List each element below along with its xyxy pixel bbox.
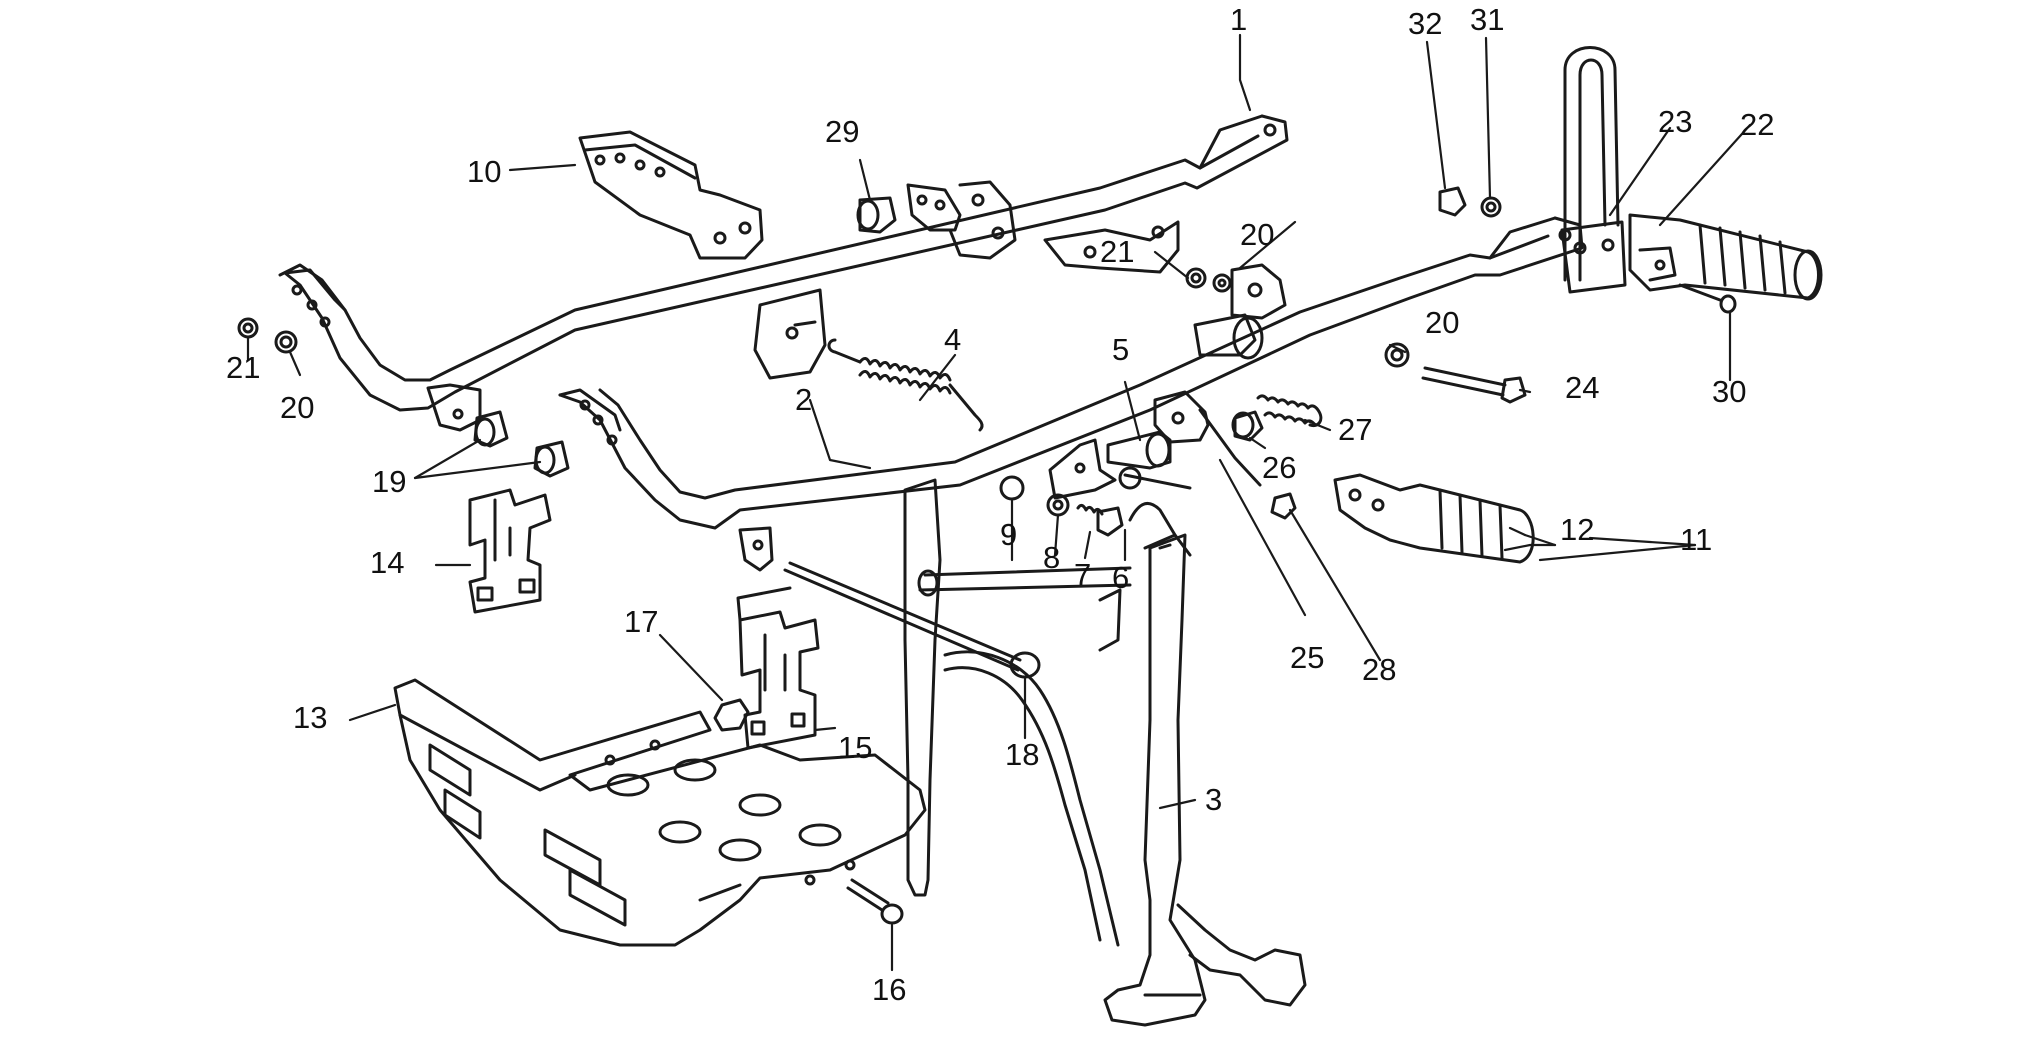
callout-3: 3 (1205, 782, 1222, 817)
spring-4 (827, 338, 984, 432)
callout-15: 15 (838, 730, 872, 765)
callout-12: 12 (1560, 512, 1594, 547)
bolt-24 (1421, 366, 1527, 404)
bracket-14 (468, 488, 552, 614)
frame-plate-lower (753, 288, 827, 380)
callout-7: 7 (1074, 557, 1091, 592)
leader-lines (246, 33, 1752, 972)
callout-27: 27 (1338, 412, 1372, 447)
footrest-10 (578, 130, 764, 260)
callout-17: 17 (624, 604, 658, 639)
axle-rod-18 (783, 561, 1132, 679)
bushings-19 (473, 410, 570, 478)
callout-20-left: 20 (280, 390, 314, 425)
bracket-29 (906, 180, 1180, 274)
callout-1: 1 (1230, 2, 1247, 37)
spring-cap-parts (1231, 394, 1323, 520)
callout-32: 32 (1408, 6, 1442, 41)
callout-21-right: 21 (1100, 234, 1134, 269)
callout-16: 16 (872, 972, 906, 1007)
callout-25: 25 (1290, 640, 1324, 675)
callout-8: 8 (1043, 540, 1060, 575)
washers-right (1185, 263, 1410, 368)
callout-19: 19 (372, 464, 406, 499)
callout-4: 4 (944, 322, 961, 357)
footrest-lower-11-12 (1333, 473, 1535, 564)
skid-plate-13 (393, 678, 927, 947)
frame-tube-upper (278, 114, 1289, 432)
callout-13: 13 (293, 700, 327, 735)
callout-5: 5 (1112, 332, 1129, 367)
frame-tube-lower (558, 216, 1584, 572)
callout-11: 11 (1680, 522, 1712, 557)
callout-23: 23 (1658, 104, 1692, 139)
callout-30: 30 (1712, 374, 1746, 409)
nut-17 (713, 698, 750, 732)
callout-29: 29 (825, 114, 859, 149)
hardware-stack (999, 430, 1192, 537)
callout-31: 31 (1470, 2, 1504, 37)
callout-10: 10 (467, 154, 501, 189)
callout-9: 9 (1000, 517, 1017, 552)
bolt-16 (846, 878, 904, 925)
plate-25 (1143, 390, 1262, 557)
callout-14: 14 (370, 545, 404, 580)
callout-6: 6 (1112, 560, 1129, 595)
callout-26: 26 (1262, 450, 1296, 485)
bushing-29 (856, 196, 897, 234)
callout-18: 18 (1005, 737, 1039, 772)
washers-31-32 (1438, 186, 1502, 218)
callout-22: 22 (1740, 107, 1774, 142)
footrest-right-22-23 (1560, 46, 1823, 314)
callout-20-right-upper: 20 (1240, 217, 1274, 252)
center-stand-3 (903, 478, 1307, 1027)
callout-24: 24 (1565, 370, 1599, 405)
bracket-15 (736, 586, 820, 750)
callout-21-left: 21 (226, 350, 260, 385)
callout-28: 28 (1362, 652, 1396, 687)
callout-labels: 1 2 3 4 5 6 7 8 9 10 11 12 13 14 15 16 1… (226, 2, 1774, 1007)
callout-2: 2 (795, 382, 812, 417)
callout-20-right-lower: 20 (1425, 305, 1459, 340)
